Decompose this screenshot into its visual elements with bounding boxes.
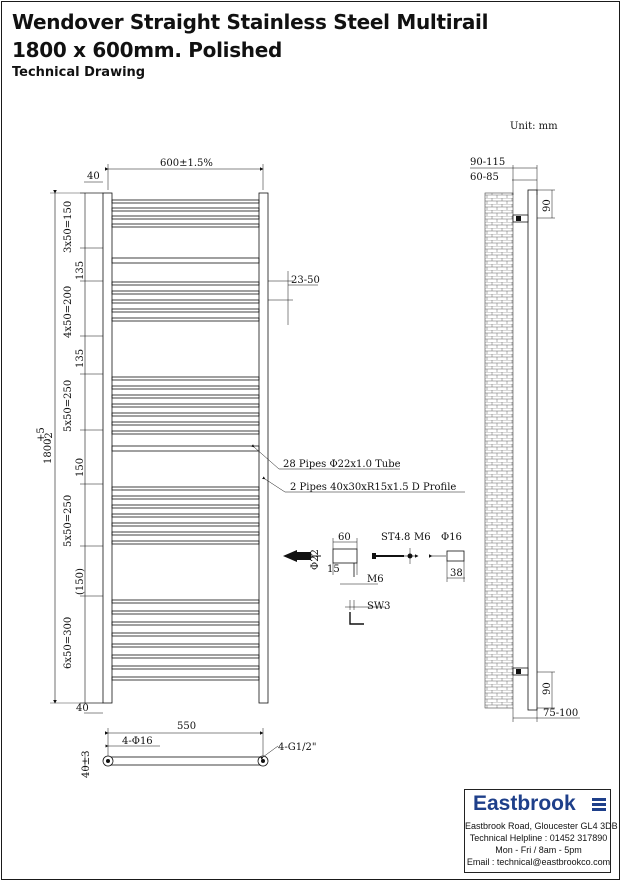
rail-bar <box>111 513 260 518</box>
title-line-2: 1800 x 600mm. Polished <box>12 38 283 62</box>
rail-bar <box>111 394 260 399</box>
fixing-detail: 60 Φ22 15 M6 ST4.8 M6 Φ16 38 SW3 <box>283 532 465 625</box>
group-dim-4: 135 <box>75 349 86 368</box>
side-bottom-dimension: 75-100 <box>543 708 578 719</box>
bracket-depth: 15 <box>327 564 340 575</box>
rail-bar <box>111 610 260 615</box>
rail-bar <box>111 504 260 509</box>
rail-bar <box>111 299 260 304</box>
cap-length: 38 <box>450 568 463 579</box>
rail-bar <box>111 403 260 408</box>
rail-bar <box>111 290 260 295</box>
company-email[interactable]: Email : technical@eastbrookco.com <box>466 857 611 867</box>
title-line-1: Wendover Straight Stainless Steel Multir… <box>12 10 489 34</box>
rail-bar <box>111 665 260 670</box>
group-dim-3: 4x50=200 <box>63 286 74 338</box>
grub-screw: M6 <box>367 574 384 585</box>
rail-bar <box>111 412 260 417</box>
group-dim-5: 5x50=250 <box>63 380 74 432</box>
bracket-length: 60 <box>338 532 351 543</box>
cap-diameter: Φ16 <box>441 532 462 543</box>
thread-spec: M6 <box>414 532 431 543</box>
side-elevation <box>484 189 538 711</box>
rail-bar <box>111 421 260 426</box>
group-dim-1: 3x50=150 <box>63 201 74 253</box>
rail-bar <box>111 207 260 212</box>
rail-bar <box>111 676 260 681</box>
bottom-bracket-screw <box>516 669 521 674</box>
bottom-bracket-dimension: 90 <box>542 682 553 695</box>
rail-bar <box>111 430 260 435</box>
plan-depth: 40±3 <box>81 751 92 778</box>
tube-diameter: Φ22 <box>310 549 321 570</box>
top-bracket-screw <box>516 216 521 221</box>
plan-inlets: 4-G1/2" <box>278 742 316 753</box>
plan-centres: 550 <box>177 721 196 732</box>
rail-bar <box>111 281 260 286</box>
company-address: Eastbrook Road, Gloucester GL4 3DB <box>465 821 618 831</box>
company-hours: Mon - Fri / 8am - 5pm <box>495 845 582 855</box>
rail-bar <box>111 308 260 313</box>
left-offset-dimension: 40 <box>87 171 100 182</box>
side-outer-dimension: 90-115 <box>470 157 505 168</box>
wall-plug-icon <box>283 550 297 562</box>
group-dim-6: 150 <box>75 458 86 477</box>
rail-bar <box>111 317 260 322</box>
rail-gap-dimension: 23-50 <box>291 275 320 286</box>
rail-bar <box>111 376 260 381</box>
bottom-offset-dimension: 40 <box>76 703 89 714</box>
d-profile-rail <box>111 445 260 452</box>
end-cap <box>446 550 465 562</box>
rail-bar <box>111 522 260 527</box>
callout-profile-pipes: 2 Pipes 40x30xR15x1.5 D Profile <box>290 482 456 493</box>
company-info-box: Eastbrook Eastbrook Road, Gloucester GL4… <box>464 789 618 873</box>
height-dimension: 1800 <box>43 439 54 464</box>
allen-key-size: SW3 <box>367 601 391 612</box>
group-dim-2: 135 <box>75 261 86 280</box>
height-tolerance-top: +5 <box>36 427 47 442</box>
wall-hatch <box>484 192 514 709</box>
right-upright <box>258 192 269 704</box>
plan-view: 550 4-Φ16 4-G1/2" 40±3 <box>81 721 316 778</box>
rail-bar <box>111 531 260 536</box>
rail-bar <box>111 643 260 648</box>
bracket-sleeve <box>332 548 358 564</box>
front-elevation <box>102 192 269 704</box>
unit-label: Unit: mm <box>510 121 558 132</box>
group-dim-9: 6x50=300 <box>63 617 74 669</box>
rail-bar <box>111 385 260 390</box>
group-dim-8: (150) <box>75 568 86 595</box>
screw-spec: ST4.8 <box>381 532 410 543</box>
rail-bar <box>111 599 260 604</box>
rail-bar <box>111 223 260 228</box>
company-logo: Eastbrook <box>473 792 576 815</box>
rail-bar <box>111 621 260 626</box>
subtitle: Technical Drawing <box>12 65 146 80</box>
d-profile-rail <box>111 257 260 264</box>
rail-bar <box>111 632 260 637</box>
rail-bar <box>111 495 260 500</box>
side-inner-dimension: 60-85 <box>470 172 499 183</box>
callout-tube-pipes: 28 Pipes Φ22x1.0 Tube <box>283 459 401 470</box>
side-upright <box>527 189 538 711</box>
rail-bar <box>111 654 260 659</box>
plan-holes: 4-Φ16 <box>122 736 153 747</box>
rail-bar <box>111 486 260 491</box>
plan-rail <box>107 756 264 766</box>
width-dimension: 600±1.5% <box>160 158 213 169</box>
top-bracket-dimension: 90 <box>542 199 553 212</box>
left-upright <box>102 192 113 704</box>
height-tolerance-bottom: -2 <box>44 432 55 442</box>
rail-bar <box>111 199 260 204</box>
group-dim-7: 5x50=250 <box>63 495 74 547</box>
rail-bar <box>111 215 260 220</box>
allen-key-icon <box>349 612 364 625</box>
company-helpline: Technical Helpline : 01452 317890 <box>469 833 608 843</box>
waves-icon <box>592 798 606 811</box>
rails <box>111 199 260 681</box>
rail-bar <box>111 540 260 545</box>
